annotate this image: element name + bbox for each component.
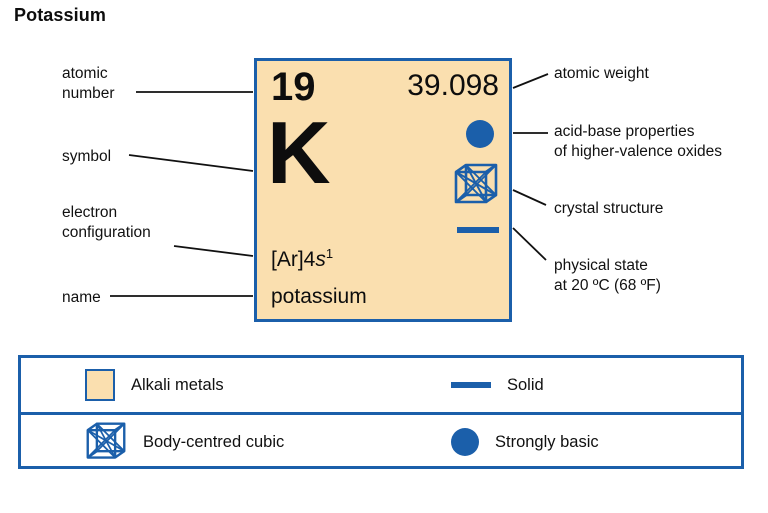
solid-bar-icon xyxy=(451,382,491,388)
page-title: Potassium xyxy=(14,5,106,25)
callout-electron-configuration: electron configuration xyxy=(62,204,151,242)
legend-item-strongly-basic: Strongly basic xyxy=(451,415,599,469)
callout-atomic-number: atomic number xyxy=(62,65,115,103)
legend-row: Body-centred cubic Strongly basic xyxy=(21,415,741,469)
econfig-exponent: 1 xyxy=(325,246,334,261)
callout-symbol: symbol xyxy=(62,148,112,165)
legend-label: Strongly basic xyxy=(495,432,599,451)
body-centred-cubic-cube-icon xyxy=(85,421,127,463)
callout-crystal-structure: crystal structure xyxy=(554,200,664,217)
body-centred-cubic-cube-icon xyxy=(453,162,499,208)
filled-circle-icon xyxy=(451,428,479,456)
electron-configuration-value: [Ar]4s1 xyxy=(271,247,333,270)
leader-physical-state xyxy=(512,227,547,261)
element-box: 19 39.098 K [Ar]4s1 potassium xyxy=(254,58,512,322)
legend-row: Alkali metals Solid xyxy=(21,358,741,415)
callout-name: name xyxy=(62,289,101,306)
callout-physical-state: physical state at 20 ºC (68 ºF) xyxy=(554,257,661,295)
legend-item-solid: Solid xyxy=(451,358,544,412)
leader-atomic-weight xyxy=(512,73,549,89)
atomic-weight-value: 39.098 xyxy=(407,69,499,102)
atomic-number-value: 19 xyxy=(271,65,316,109)
filled-circle-icon xyxy=(466,120,494,148)
callout-atomic-weight: atomic weight xyxy=(554,65,649,82)
element-symbol: K xyxy=(267,103,331,202)
leader-electron-configuration xyxy=(173,245,254,257)
callout-acid-base-properties: acid-base properties of higher-valence o… xyxy=(554,123,723,161)
legend-label: Solid xyxy=(507,375,544,394)
legend-label: Alkali metals xyxy=(131,375,224,394)
leader-crystal-structure xyxy=(512,189,547,206)
solid-bar-icon xyxy=(457,227,499,233)
legend: Alkali metals Solid xyxy=(18,355,744,469)
element-name: potassium xyxy=(271,285,367,308)
legend-item-body-centred-cubic: Body-centred cubic xyxy=(85,415,284,469)
legend-item-alkali-metals: Alkali metals xyxy=(85,358,224,412)
color-swatch-icon xyxy=(85,369,115,401)
legend-label: Body-centred cubic xyxy=(143,432,285,451)
leader-symbol xyxy=(128,154,254,172)
econfig-prefix: [Ar]4 xyxy=(271,248,316,271)
econfig-orbital: s xyxy=(315,248,326,271)
